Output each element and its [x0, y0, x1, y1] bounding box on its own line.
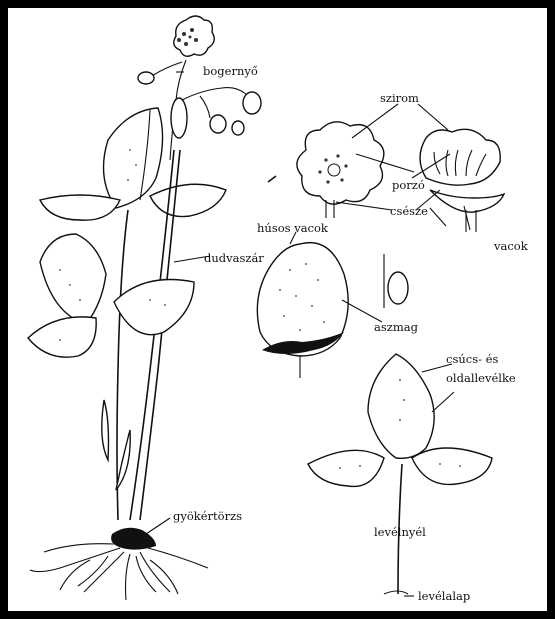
label-bogernyo: bogernyő — [203, 64, 258, 78]
label-levelalap: levélalap — [418, 589, 470, 603]
label-csucs-es: csúcs- és — [446, 352, 498, 366]
top-flower — [174, 16, 215, 56]
label-oldallevelke: oldallevélke — [446, 371, 516, 385]
label-csesze: csésze — [390, 204, 428, 218]
label-szirom: szirom — [380, 91, 419, 105]
flower-top-view — [268, 122, 384, 218]
label-husos-vacok: húsos vacok — [257, 221, 329, 235]
trifoliate-leaf-detail — [308, 354, 492, 594]
flower-cross-section — [420, 129, 504, 232]
roots — [30, 544, 208, 600]
label-dudvaszar: dudvaszár — [204, 251, 264, 265]
strawberry-fruit — [257, 243, 348, 378]
label-porzo: porzó — [392, 178, 425, 192]
label-gyokertorzs: gyökértörzs — [173, 509, 242, 523]
label-vacok: vacok — [493, 239, 529, 253]
label-levelnyel: levélnyél — [374, 525, 426, 539]
label-aszmag: aszmag — [374, 320, 419, 334]
achene-detail — [384, 254, 408, 308]
